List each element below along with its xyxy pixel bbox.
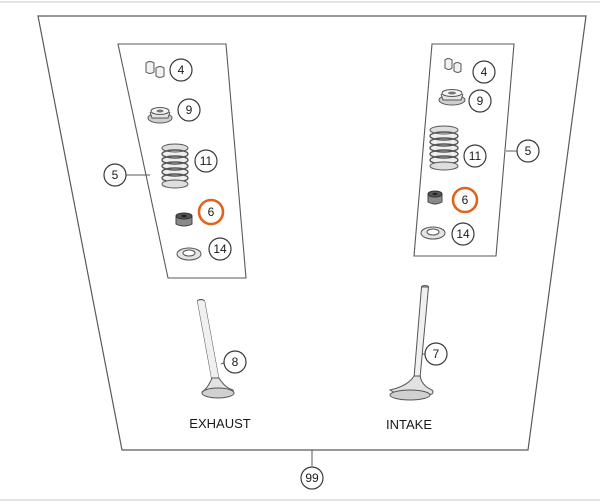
intake-valve-callout-number: 7 (433, 347, 440, 361)
exhaust-callout-4-number: 4 (178, 63, 185, 77)
exhaust-valve-keepers-icon (145, 61, 165, 78)
exhaust-parts-panel (117, 43, 247, 279)
exhaust-valve-spring-icon (161, 143, 189, 189)
intake-valve-spring-icon (429, 125, 459, 171)
intake-valve-icon (388, 285, 434, 401)
exhaust-panel-callout-number: 5 (112, 168, 119, 182)
exhaust-callout-6-highlighted[interactable]: 6 (197, 198, 225, 226)
intake-valve-keepers-icon (444, 58, 462, 73)
exhaust-spring-retainer-icon (147, 107, 173, 124)
intake-caption: INTAKE (386, 417, 432, 432)
intake-parts-panel (413, 43, 515, 257)
exhaust-callout-9[interactable]: 9 (177, 98, 201, 122)
intake-valve-callout[interactable]: 7 (424, 342, 448, 366)
intake-callout-11[interactable]: 11 (463, 144, 487, 168)
intake-callout-14-number: 14 (456, 227, 470, 241)
exhaust-callout-11-number: 11 (200, 154, 213, 168)
exhaust-callout-6-number: 6 (208, 205, 215, 219)
exhaust-callout-4[interactable]: 4 (169, 58, 193, 82)
exhaust-valve-callout[interactable]: 8 (223, 350, 247, 374)
exhaust-valve-icon (197, 299, 235, 399)
intake-callout-4[interactable]: 4 (472, 60, 496, 84)
exhaust-callout-11[interactable]: 11 (194, 149, 218, 173)
intake-spring-seat-washer-icon (420, 226, 446, 240)
intake-callout-4-number: 4 (481, 65, 488, 79)
exhaust-callout-9-number: 9 (186, 103, 193, 117)
intake-valve-stem-seal-icon (427, 190, 443, 205)
intake-panel-callout[interactable]: 5 (516, 139, 540, 163)
assembly-callout[interactable]: 99 (300, 466, 324, 490)
exhaust-valve-callout-number: 8 (232, 355, 239, 369)
intake-callout-14[interactable]: 14 (451, 222, 475, 246)
exhaust-caption: EXHAUST (189, 416, 250, 431)
intake-callout-6-number: 6 (462, 193, 469, 207)
intake-spring-retainer-icon (438, 89, 466, 106)
exhaust-group: 5 4 9 (103, 43, 251, 431)
intake-callout-11-number: 11 (469, 149, 482, 163)
intake-callout-9-number: 9 (477, 94, 484, 108)
intake-callout-9[interactable]: 9 (468, 89, 492, 113)
assembly-outline (37, 15, 587, 451)
exhaust-panel-callout[interactable]: 5 (103, 163, 127, 187)
exhaust-spring-seat-washer-icon (176, 247, 202, 261)
intake-panel-callout-number: 5 (525, 144, 532, 158)
intake-callout-6-highlighted[interactable]: 6 (451, 186, 479, 214)
exhaust-valve-stem-seal-icon (175, 212, 193, 227)
assembly-callout-number: 99 (305, 471, 319, 485)
exhaust-callout-14[interactable]: 14 (208, 237, 232, 261)
intake-group: 5 4 9 (386, 43, 540, 432)
exhaust-callout-14-number: 14 (213, 242, 227, 256)
